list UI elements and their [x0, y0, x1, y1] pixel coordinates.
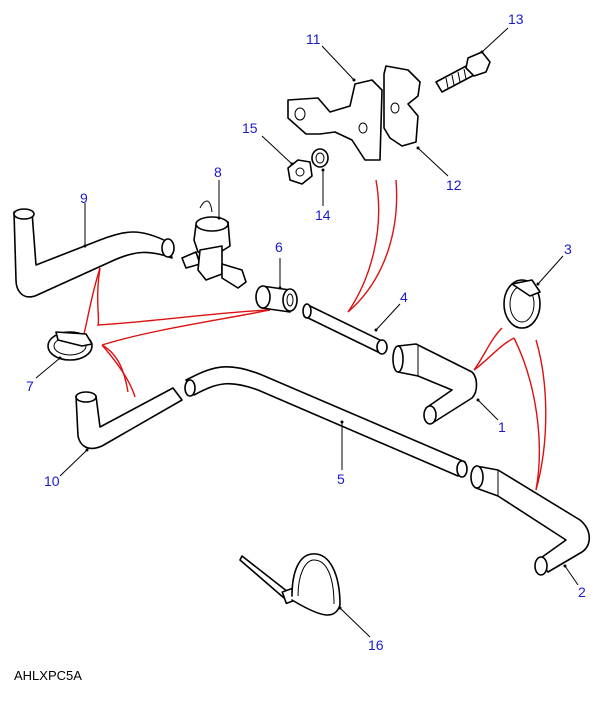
callout-13[interactable]: 13	[508, 11, 524, 27]
nut-15	[287, 159, 313, 185]
hose-long-elbow-2	[470, 465, 591, 576]
hose-clip-7	[47, 331, 93, 361]
bracket-12	[383, 65, 421, 147]
hose-elbow-1	[392, 343, 478, 425]
hose-clip-3	[503, 279, 541, 329]
connector-lines	[81, 179, 547, 491]
callout-14[interactable]: 14	[315, 207, 331, 223]
bracket-11	[287, 79, 383, 161]
bolt-13	[435, 51, 491, 93]
callout-11[interactable]: 11	[306, 31, 321, 47]
callout-12[interactable]: 12	[446, 177, 462, 193]
callout-10[interactable]: 10	[44, 473, 60, 489]
diagram-reference-code: AHLXPC5A	[14, 668, 82, 683]
callout-8[interactable]: 8	[214, 164, 222, 180]
callout-16[interactable]: 16	[368, 637, 384, 653]
pipe-long-5	[184, 366, 468, 478]
pipe-short-4	[302, 303, 388, 355]
valve-8	[181, 200, 247, 289]
callout-4[interactable]: 4	[400, 289, 408, 305]
callout-1[interactable]: 1	[498, 419, 506, 435]
hose-sleeve-6	[255, 285, 298, 313]
hose-formed-9	[13, 208, 175, 298]
callout-2[interactable]: 2	[578, 584, 586, 600]
callout-labels: 1 2 3 4 5 6 7 8 9 10 11 12 13 14 15 16	[26, 11, 586, 653]
callout-3[interactable]: 3	[564, 241, 572, 257]
callout-5[interactable]: 5	[337, 471, 345, 487]
hose-formed-10	[75, 387, 183, 450]
washer-14	[311, 148, 329, 168]
callout-15[interactable]: 15	[242, 120, 258, 136]
callout-9[interactable]: 9	[80, 190, 88, 206]
callout-6[interactable]: 6	[275, 239, 283, 255]
leader-lines	[35, 27, 579, 638]
callout-7[interactable]: 7	[26, 378, 34, 394]
cable-tie-16	[239, 553, 341, 616]
